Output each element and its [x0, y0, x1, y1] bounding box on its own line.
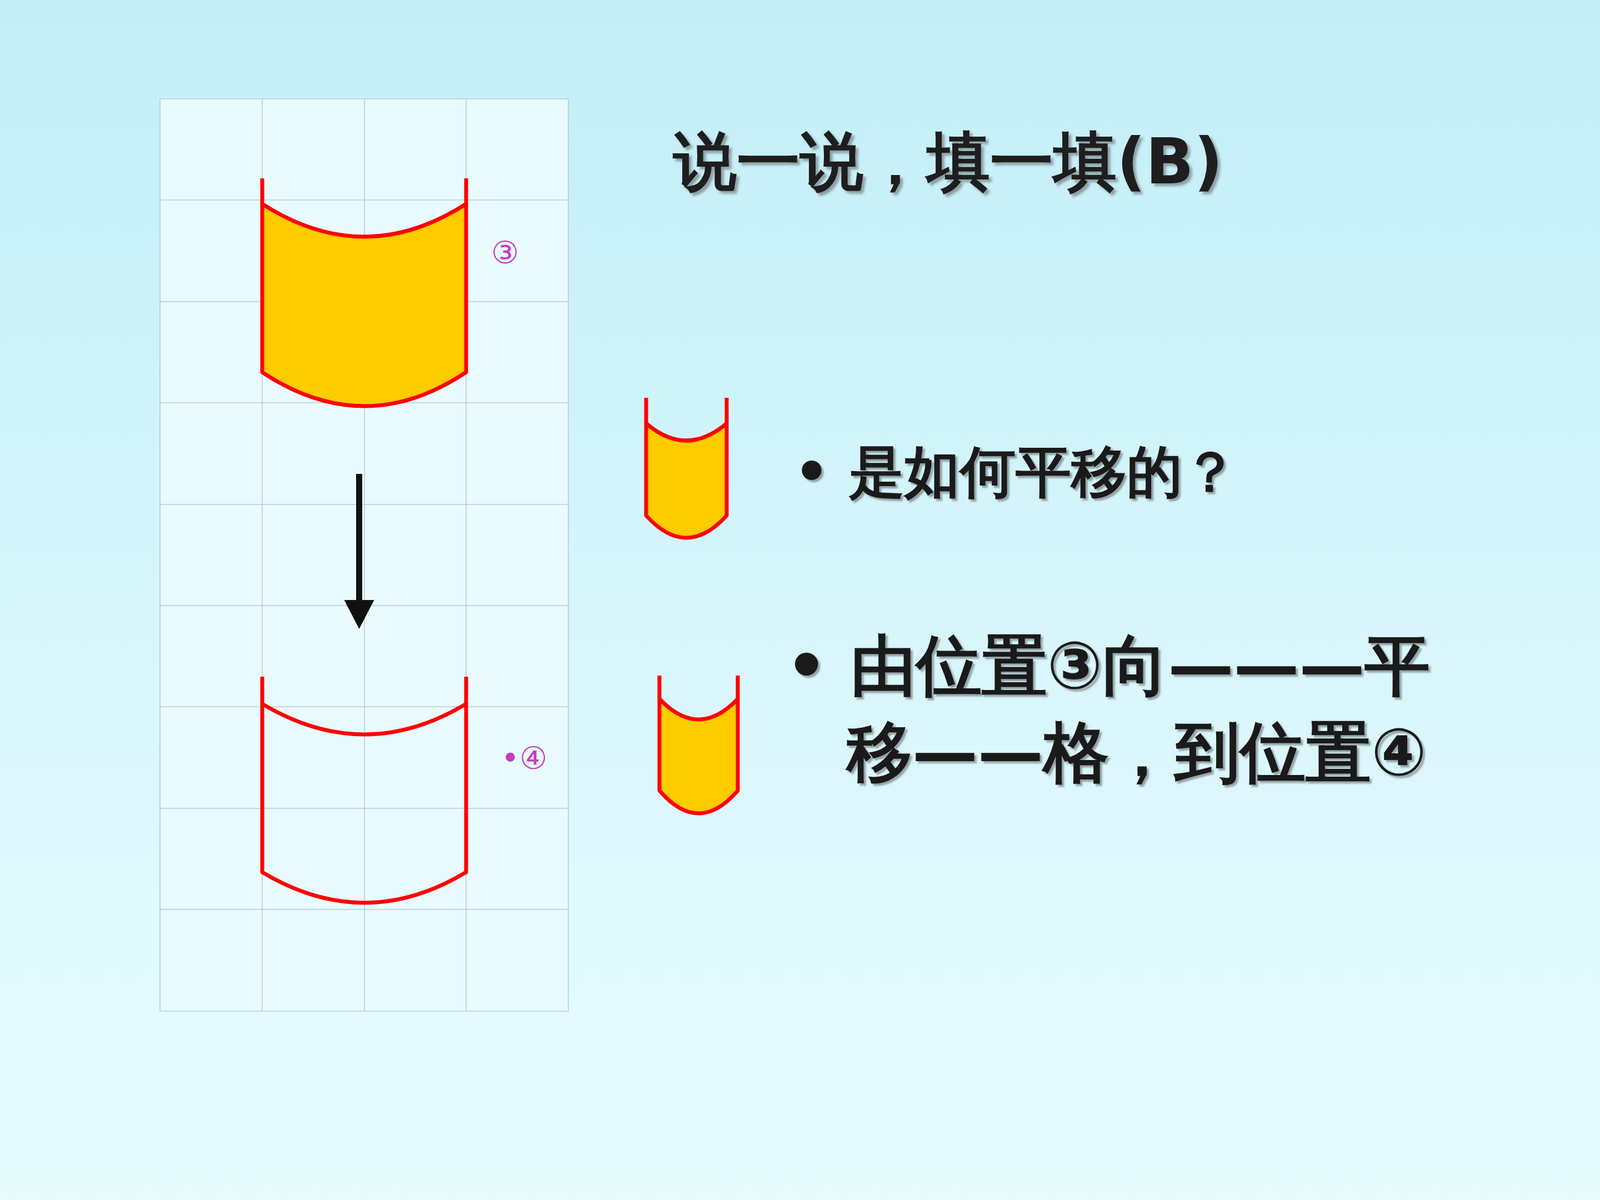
- cylinder-body: [262, 203, 467, 407]
- cup-rim: [659, 675, 738, 699]
- cup-body: [659, 698, 738, 814]
- cup-body: [646, 423, 727, 538]
- cylinder-shape: ③: [262, 178, 467, 407]
- question-text: • 是如何平移的？: [793, 436, 1405, 509]
- cup-icon: [659, 675, 738, 814]
- question-text: • 由位置③向———平 移——格，到位置④: [785, 622, 1475, 796]
- cylinder-shape: •④: [262, 676, 467, 903]
- cylinder-outline: [262, 676, 467, 903]
- grid-lines: [160, 98, 569, 1012]
- arrow-shaft: [356, 473, 363, 603]
- move-arrow: [344, 473, 375, 629]
- cylinder-body: [262, 703, 467, 903]
- cup-rim: [646, 397, 727, 424]
- position-number: ③: [491, 237, 519, 269]
- arrow-head: [344, 600, 375, 629]
- cylinder-outline: [262, 178, 467, 407]
- position-number: •④: [501, 742, 548, 774]
- cup-icon: [646, 397, 727, 538]
- grid-paper: [160, 98, 569, 1012]
- slide-title: 说一说，填一填(B): [673, 123, 1223, 200]
- cylinder-rim: [262, 676, 467, 704]
- cylinder-rim: [262, 178, 467, 204]
